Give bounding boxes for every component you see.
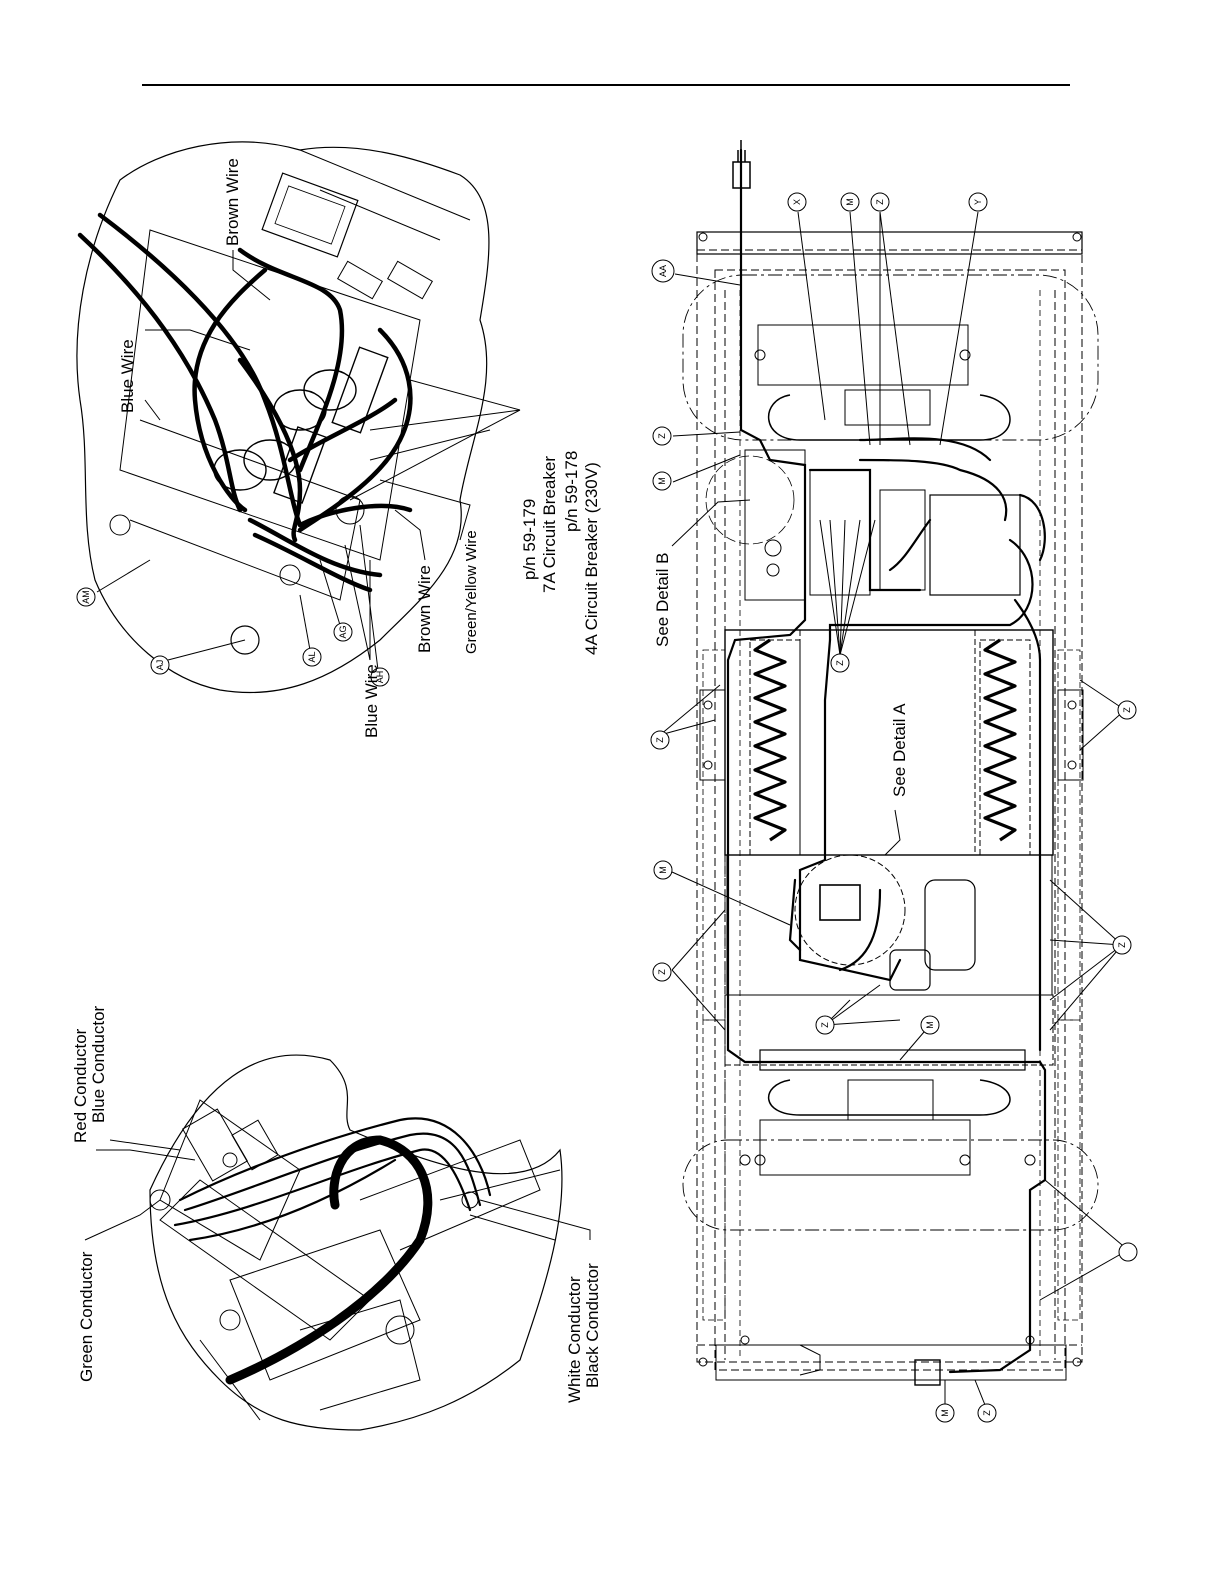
detail-a-illustration — [150, 1055, 562, 1430]
label-breaker-4a-pn: p/n 59-178 — [562, 451, 581, 532]
svg-text:AM: AM — [81, 590, 91, 604]
callout-bubble: Z — [653, 427, 671, 445]
svg-text:AG: AG — [338, 625, 348, 638]
detail-b-callouts: AM AJ AL AG AH — [77, 588, 389, 686]
callout-bubble: Z — [816, 1016, 834, 1034]
label-breaker-4a: 4A Circuit Breaker (230V) — [582, 462, 601, 655]
label-breaker-7a-pn: p/n 59-179 — [520, 499, 539, 580]
callout-bubble — [1119, 1243, 1137, 1261]
label-breaker-7a: 7A Circuit Breaker — [540, 456, 559, 593]
svg-text:Z: Z — [1117, 942, 1127, 948]
label-red-conductor: Red Conductor — [71, 1028, 90, 1143]
callout-bubble: M — [841, 193, 859, 211]
callout-bubble: Z — [871, 193, 889, 211]
callout-bubble: AJ — [151, 656, 169, 674]
label-see-detail-a: See Detail A — [890, 703, 909, 797]
detail-a-wires — [175, 1118, 490, 1380]
svg-text:AL: AL — [307, 651, 317, 662]
callout-bubble: M — [936, 1404, 954, 1422]
svg-text:Y: Y — [973, 199, 983, 205]
detail-b-leaders — [97, 250, 520, 670]
callout-bubble: Z — [978, 1404, 996, 1422]
callout-bubble: X — [788, 193, 806, 211]
svg-text:Z: Z — [875, 199, 885, 205]
callout-bubble: AG — [334, 623, 352, 641]
callout-bubble: Z — [651, 731, 669, 749]
label-green-conductor: Green Conductor — [77, 1251, 96, 1382]
label-green-yellow-wire: Green/Yellow Wire — [463, 530, 480, 654]
svg-text:Z: Z — [657, 969, 667, 975]
label-black-conductor: Black Conductor — [583, 1263, 602, 1388]
callout-bubble: Z — [1118, 701, 1136, 719]
svg-text:AA: AA — [658, 265, 668, 277]
callout-bubble: Z — [653, 963, 671, 981]
detail-b-labels: Brown Wire Blue Wire Brown Wire Green/Ye… — [118, 158, 601, 738]
label-see-detail-b: See Detail B — [653, 553, 672, 648]
svg-text:Z: Z — [835, 660, 845, 666]
svg-text:M: M — [845, 198, 855, 206]
main-coils — [755, 640, 1015, 840]
svg-text:Z: Z — [820, 1022, 830, 1028]
label-brown-wire-top: Brown Wire — [223, 158, 242, 246]
label-blue-conductor: Blue Conductor — [89, 1005, 108, 1123]
callout-bubble: Y — [969, 193, 987, 211]
callout-bubble: Z — [1113, 936, 1131, 954]
label-blue-wire-bottom: Blue Wire — [362, 664, 381, 738]
svg-text:Z: Z — [1122, 707, 1132, 713]
callout-bubble: Z — [831, 654, 849, 672]
label-white-conductor: White Conductor — [565, 1276, 584, 1403]
svg-text:M: M — [940, 1409, 950, 1417]
svg-text:Z: Z — [655, 737, 665, 743]
callout-bubble: M — [921, 1016, 939, 1034]
svg-text:M: M — [658, 866, 668, 874]
callout-bubble: AM — [77, 588, 95, 606]
svg-text:Z: Z — [657, 433, 667, 439]
svg-text:M: M — [925, 1021, 935, 1029]
label-blue-wire-left: Blue Wire — [118, 339, 137, 413]
callout-bubble: AL — [303, 648, 321, 666]
svg-text:X: X — [792, 199, 802, 205]
label-brown-wire-bottom: Brown Wire — [415, 565, 434, 653]
svg-text:M: M — [657, 477, 667, 485]
callout-bubble: M — [653, 472, 671, 490]
callout-bubble: M — [654, 861, 672, 879]
main-frame — [683, 232, 1098, 1385]
callout-bubble: AA — [652, 260, 674, 282]
svg-text:Z: Z — [982, 1410, 992, 1416]
svg-text:AJ: AJ — [155, 660, 165, 671]
main-callouts: AA X M Z Y Z M Z Z M Z Z M Z Z M Z — [651, 193, 1137, 1422]
